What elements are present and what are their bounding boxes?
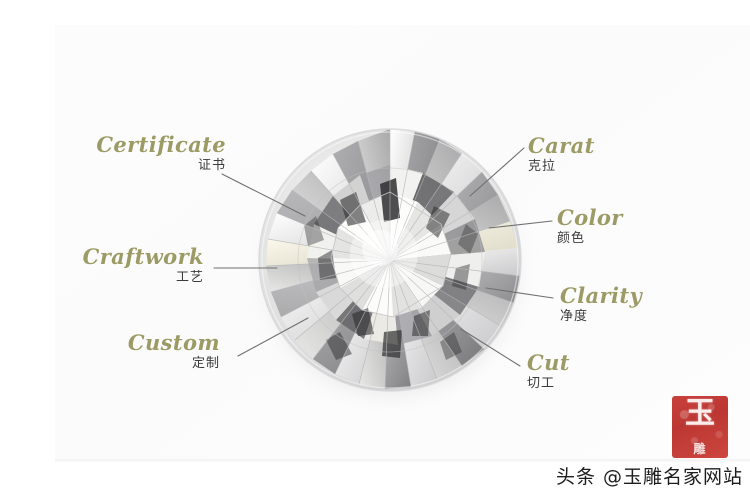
label-certificate-cn: 证书 [197, 158, 226, 174]
label-color: Color 颜色 [557, 205, 623, 249]
label-clarity-en: Clarity [560, 283, 643, 308]
label-craftwork-cn: 工艺 [175, 270, 204, 286]
label-color-cn: 颜色 [557, 231, 586, 247]
label-certificate: Certificate 证书 [58, 132, 226, 176]
label-carat-cn: 克拉 [528, 159, 557, 175]
label-craftwork-en: Craftwork [82, 244, 204, 269]
diamond-svg [258, 128, 522, 392]
label-certificate-en: Certificate [96, 132, 226, 157]
seal-texture [672, 396, 728, 458]
seal-glyph-primary: 玉 [672, 399, 728, 429]
label-craftwork: Craftwork 工艺 [46, 244, 204, 288]
label-cut-cn: 切工 [527, 376, 556, 392]
seal-background: 玉 雕 [672, 396, 728, 458]
label-custom: Custom 定制 [80, 330, 220, 374]
diamond-table-outline [330, 191, 452, 318]
label-custom-cn: 定制 [191, 356, 220, 372]
watermark-seal-logo: 玉 雕 [672, 396, 728, 458]
footer-watermark-text: 头条 @玉雕名家网站 [556, 466, 744, 488]
seal-glyph-secondary: 雕 [672, 443, 728, 455]
label-color-en: Color [557, 205, 623, 230]
label-carat-en: Carat [528, 133, 595, 158]
label-cut: Cut 切工 [527, 350, 570, 394]
label-carat: Carat 克拉 [528, 133, 595, 177]
label-clarity-cn: 净度 [560, 309, 589, 325]
label-cut-en: Cut [527, 350, 570, 375]
diamond-illustration [248, 118, 532, 402]
panel-bottom-edge [55, 459, 750, 462]
label-custom-en: Custom [127, 330, 220, 355]
label-clarity: Clarity 净度 [560, 283, 643, 327]
